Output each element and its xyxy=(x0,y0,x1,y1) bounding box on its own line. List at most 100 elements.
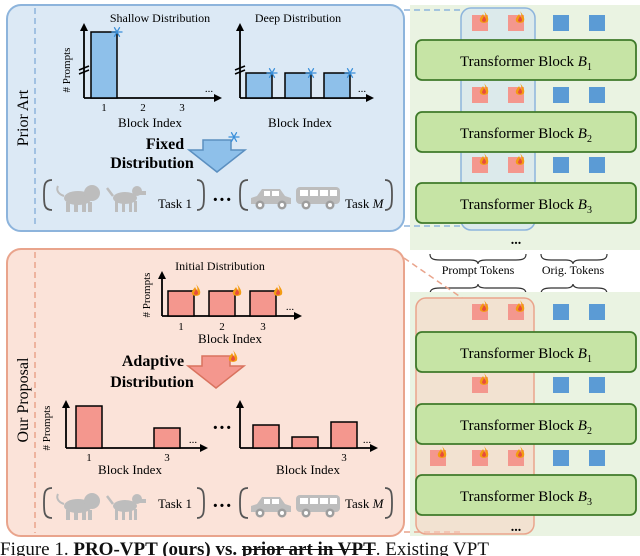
adaptive-label-1: Adaptive xyxy=(122,353,184,370)
shallow-y-arrow xyxy=(80,23,88,31)
adapted-left-x-arrow xyxy=(200,444,208,452)
orig-token xyxy=(553,15,569,31)
initial-bar-1 xyxy=(167,290,195,317)
orig-tokens-label: Orig. Tokens xyxy=(542,263,605,277)
shallow-bar-1 xyxy=(90,31,118,99)
initial-x-arrow xyxy=(294,312,302,320)
task-first-label: Task 1 xyxy=(158,196,192,211)
task-last-label: Task M xyxy=(345,196,385,211)
orig-token xyxy=(553,377,569,393)
initial-y-label: # Prompts xyxy=(141,273,153,318)
deep-x-label: Block Index xyxy=(268,115,332,130)
deep-bar-3 xyxy=(323,72,351,99)
shallow-title: Shallow Distribution xyxy=(110,11,210,25)
adapted-left-y-label: # Prompts xyxy=(41,406,53,451)
task-bracket-open-2 xyxy=(239,487,249,519)
backbone-top-ellipsis: ... xyxy=(511,233,522,248)
task-bracket-left xyxy=(43,179,53,211)
initial-x-label: Block Index xyxy=(198,331,262,346)
shallow-y-label: # Prompts xyxy=(61,48,73,93)
deep-axis-break-2 xyxy=(234,65,246,71)
adapted-right-tick-3: 3 xyxy=(341,452,347,464)
proposal-panel xyxy=(6,248,405,537)
orig-token xyxy=(589,87,605,103)
adapted-left-bar-3 xyxy=(153,427,181,449)
figure-canvas: Prior Art Shallow Distribution # Prompts… xyxy=(6,4,640,537)
adapted-right-bar-3 xyxy=(330,421,358,449)
task-bracket-close-1 xyxy=(196,487,205,519)
task-last-label: Task M xyxy=(345,496,385,511)
task-separator: ··· xyxy=(212,495,232,517)
transformer-block-3b xyxy=(415,474,637,516)
adapted-right-ellipsis: ... xyxy=(363,434,372,446)
initial-bar-3 xyxy=(249,290,277,317)
transformer-block-2b xyxy=(415,403,637,445)
adapted-left-x-label: Block Index xyxy=(98,462,162,477)
task-first-label: Task 1 xyxy=(158,496,192,511)
adapted-separator: ··· xyxy=(212,417,232,439)
proposal-label: Our Proposal xyxy=(15,357,32,442)
task-bracket-left xyxy=(43,487,53,519)
adapted-right-bar-2 xyxy=(291,436,319,449)
fixed-label-2: Distribution xyxy=(110,155,194,172)
shallow-axis-break-2 xyxy=(78,65,90,71)
transformer-block-1b xyxy=(415,331,637,373)
transformer-block-2b-label: Transformer Block B2 xyxy=(460,418,592,437)
transformer-block-2 xyxy=(415,111,637,153)
transformer-block-1 xyxy=(415,39,637,81)
shallow-x-label: Block Index xyxy=(118,115,182,130)
shallow-x-arrow xyxy=(214,94,222,102)
orig-token xyxy=(589,157,605,173)
adapted-right-y-arrow xyxy=(236,400,244,408)
shallow-tick-3: 3 xyxy=(179,102,185,114)
prior-art-label: Prior Art xyxy=(15,89,32,146)
orig-token xyxy=(553,157,569,173)
transformer-block-3b-label: Transformer Block B3 xyxy=(460,489,592,508)
adaptive-label-2: Distribution xyxy=(110,374,194,391)
shallow-tick-1: 1 xyxy=(101,102,107,114)
shallow-axis-break xyxy=(78,69,90,75)
prompt-tokens-brace-top xyxy=(429,253,527,265)
orig-tokens-brace-top xyxy=(540,253,608,265)
figure-caption: Figure 1. PRO-VPT (ours) vs. prior art i… xyxy=(0,540,640,556)
caption-prefix: Figure 1. xyxy=(0,540,74,556)
initial-y-arrow xyxy=(158,271,166,279)
task-bracket-right xyxy=(384,179,393,211)
backbone-bottom-ellipsis: ... xyxy=(511,520,522,535)
adapted-left-tick-1: 1 xyxy=(86,452,92,464)
initial-tick-3: 3 xyxy=(260,321,266,333)
transformer-block-1b-label: Transformer Block B1 xyxy=(460,346,592,365)
transformer-block-1-label: Transformer Block B1 xyxy=(460,54,592,73)
adapted-left-y-arrow xyxy=(62,400,70,408)
initial-tick-2: 2 xyxy=(219,321,225,333)
adapted-left-ellipsis: ... xyxy=(189,434,198,446)
adapted-left-bar-1 xyxy=(75,405,103,449)
initial-ellipsis: ... xyxy=(286,301,295,313)
deep-axis-break xyxy=(234,69,246,75)
deep-x-arrow xyxy=(366,94,374,102)
orig-token xyxy=(589,304,605,320)
orig-token xyxy=(553,304,569,320)
task-bracket-close-1 xyxy=(196,179,205,211)
adapted-right-bar-1 xyxy=(252,424,280,449)
deep-ellipsis: ... xyxy=(358,83,367,95)
transformer-block-3 xyxy=(415,182,637,224)
caption-rest: . Existing VPT xyxy=(375,540,489,556)
zoom-line-top-2 xyxy=(403,257,463,299)
orig-token xyxy=(553,87,569,103)
initial-tick-1: 1 xyxy=(178,321,184,333)
task-bracket-open-2 xyxy=(239,179,249,211)
caption-title: PRO-VPT (ours) vs. xyxy=(73,540,242,556)
orig-token xyxy=(589,450,605,466)
task-bracket-right xyxy=(384,487,393,519)
orig-token xyxy=(589,15,605,31)
orig-tokens-brace-bottom xyxy=(540,283,608,295)
shallow-ellipsis: ... xyxy=(205,83,214,95)
transformer-block-3-label: Transformer Block B3 xyxy=(460,197,592,216)
deep-y-arrow xyxy=(236,23,244,31)
deep-bar-2 xyxy=(284,72,312,99)
transformer-block-2-label: Transformer Block B2 xyxy=(460,126,592,145)
shallow-tick-2: 2 xyxy=(140,102,146,114)
initial-title: Initial Distribution xyxy=(175,259,265,273)
